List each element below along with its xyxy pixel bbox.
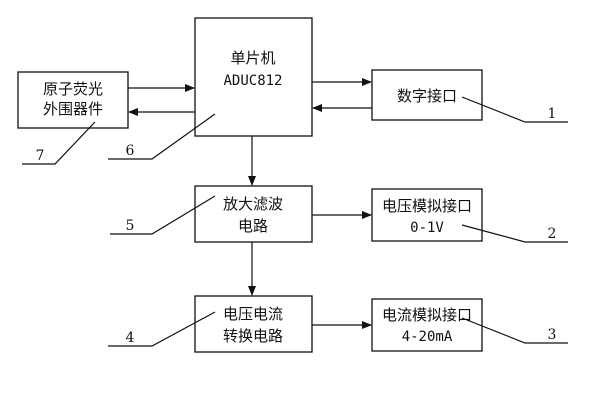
mcu-label-line2: ADUC812 [223,73,282,89]
leader-line-5 [110,195,216,235]
ref-number-2: 2 [548,226,557,242]
leader-line-4 [108,311,216,347]
filter-box [194,185,313,243]
ref-number-7: 7 [36,148,45,164]
converter-box [194,295,313,353]
current-analog-label-line1: 电流模拟接口 [382,306,472,324]
voltage-analog-box [371,188,483,242]
leader-line-3 [461,317,568,344]
leader-line-7 [22,121,96,165]
voltage-analog-label-line1: 电压模拟接口 [382,197,472,215]
ref-number-5: 5 [126,218,135,234]
peripheral-label-line1: 原子荧光 [43,80,103,98]
ref-number-6: 6 [126,143,135,159]
digital-interface-box [371,69,483,121]
converter-label-line2: 转换电路 [223,327,283,345]
voltage-analog-label-line2: 0-1V [410,220,444,236]
leader-line-2 [461,224,568,243]
ref-number-1: 1 [548,106,557,122]
ref-number-4: 4 [126,330,135,346]
filter-label-line2: 电路 [238,217,268,235]
leader-line-1 [461,96,568,123]
peripheral-box [17,71,129,129]
mcu-box [194,17,313,137]
mcu-label-line1: 单片机 [230,49,275,67]
filter-label-line1: 放大滤波 [223,195,283,213]
ref-number-3: 3 [548,327,557,343]
current-analog-box [371,298,483,352]
digital-label: 数字接口 [397,87,457,105]
current-analog-label-line2: 4-20mA [402,329,453,345]
converter-label-line1: 电压电流 [223,305,283,323]
leader-line-6 [108,113,216,160]
peripheral-label-line2: 外围器件 [43,100,103,118]
